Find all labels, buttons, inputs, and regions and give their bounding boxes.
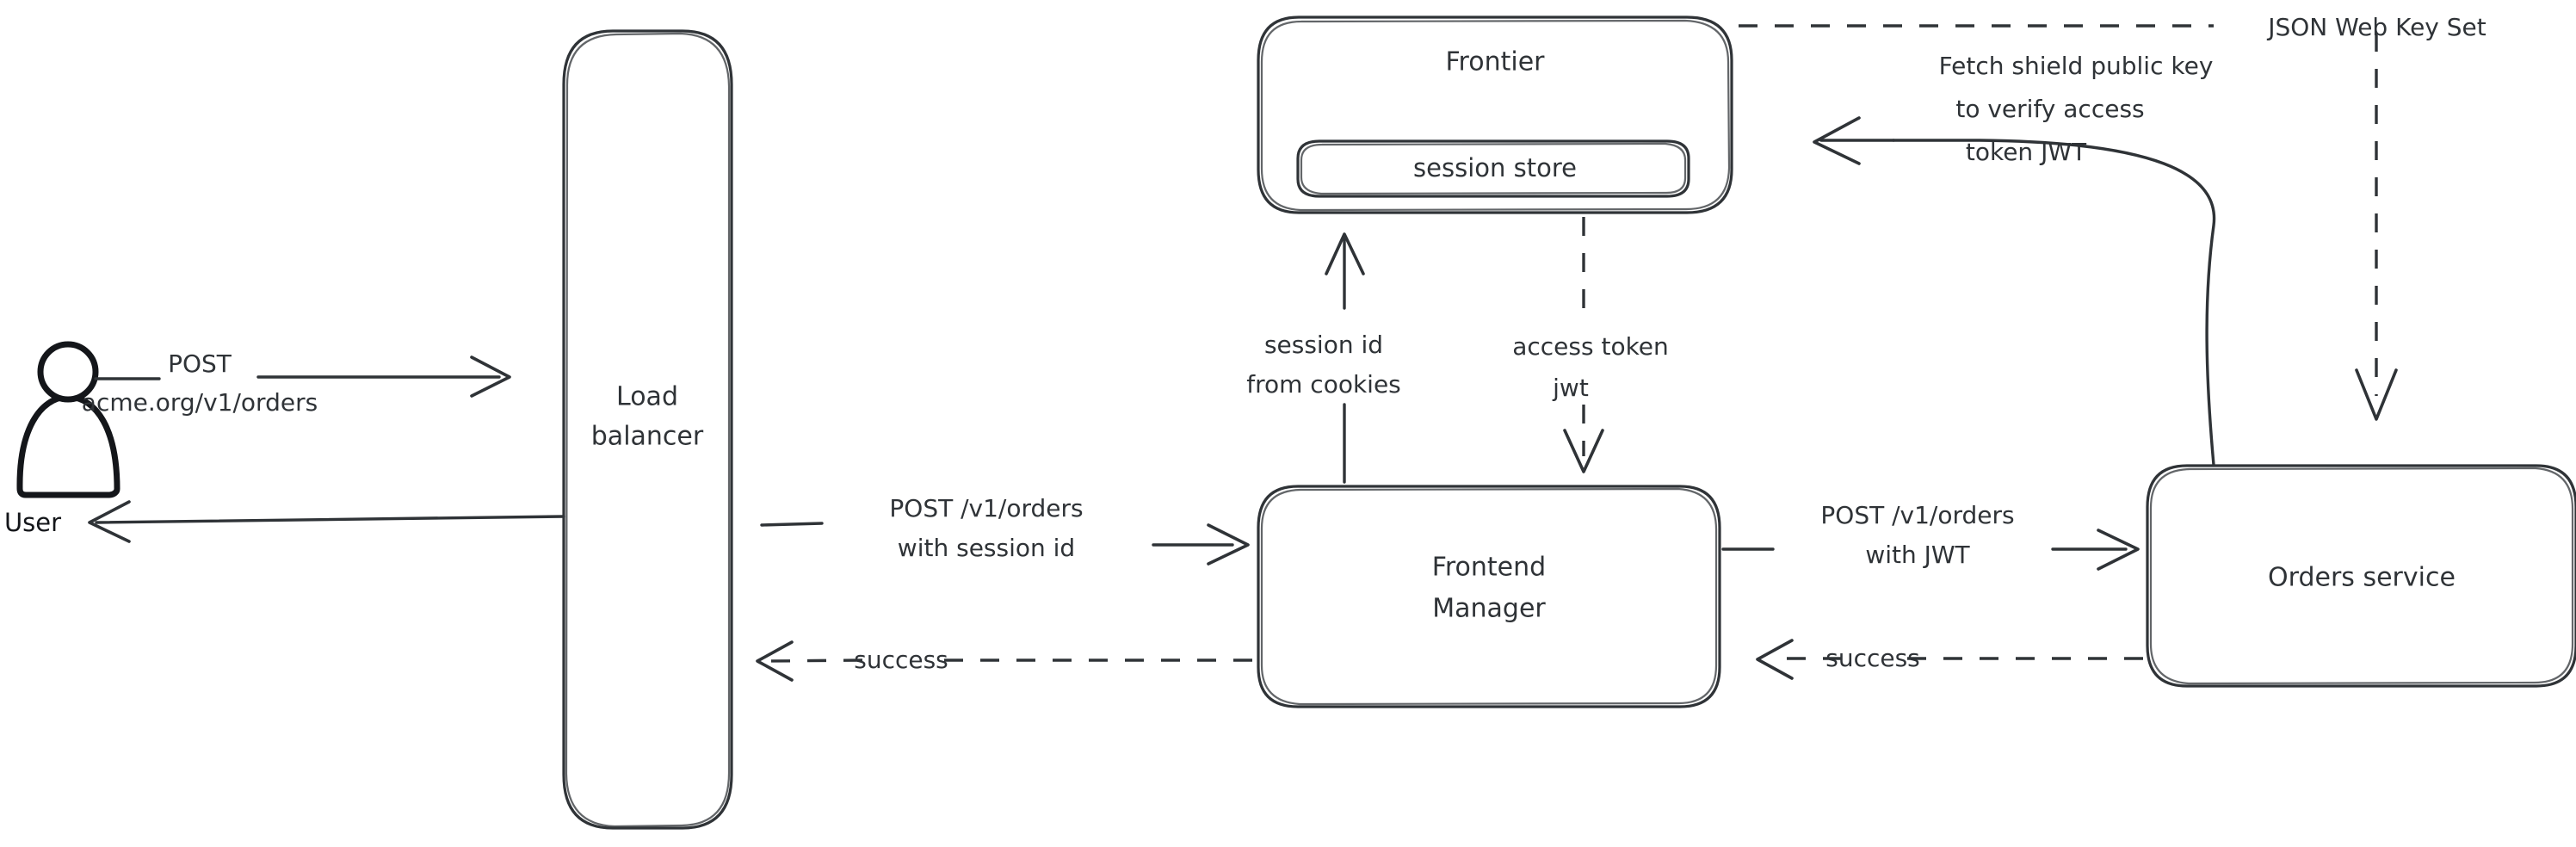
edge-orders-to-frontier-label-line3: token JWT [1966,138,2087,166]
edge-frontier-to-fm-arrowhead-icon [1563,429,1604,473]
frontier-shape [1257,15,1733,214]
edge-fm-to-lb-arrowhead-icon [756,640,794,682]
frontend-manager-shape [1257,485,1721,708]
edge-lb-to-fm-arrowhead-icon [1207,523,1250,566]
edge-frontend-manager-to-orders-service: POST /v1/orders with JWT [1721,501,2140,571]
node-orders-service[interactable]: Orders service [2146,464,2576,688]
edge-frontier-to-orders-label: JSON Web Key Set [2266,13,2486,41]
actor-user-label: User [4,508,61,537]
edge-fm-to-orders-label-line2: with JWT [1865,541,1970,569]
orders-service-shape [2146,464,2576,688]
frontend-manager-label-line1: Frontend [1432,553,1546,583]
edge-lb-to-user-arrowhead-icon [88,500,131,543]
edge-frontier-to-orders-arrowhead-icon [2355,368,2398,421]
edge-lb-to-fm-line [760,522,824,527]
node-load-balancer[interactable]: Load balancer [562,29,733,830]
frontend-manager-shape-sketch [1260,487,1718,706]
user-head-icon [37,341,99,403]
session-store-shape [1296,139,1690,198]
edge-orders-to-frontier-curve [1892,139,2216,467]
actor-user: User [4,341,120,537]
edge-fm-to-lb-line-left [768,658,863,663]
edge-fm-to-frontier-label-line1: session id [1264,331,1383,359]
edge-user-to-load-balancer: POST acme.org/v1/orders [82,349,511,417]
edge-fm-to-lb-label: success [854,646,948,674]
edge-frontier-to-fm-label-line1: access token [1512,332,1669,361]
frontier-label: Frontier [1445,47,1545,77]
edge-lb-to-fm-label-line2: with session id [898,534,1075,562]
load-balancer-shape [562,29,733,830]
node-frontend-manager[interactable]: Frontend Manager [1257,485,1721,708]
frontend-manager-label-line2: Manager [1432,594,1546,624]
frontier-shape-sketch [1260,19,1731,212]
edge-orders-to-frontier-label-line1: Fetch shield public key [1939,52,2214,80]
edge-orders-service-to-frontend-manager: success [1756,639,2143,680]
edge-orders-to-fm-label: success [1825,644,1920,672]
edge-load-balancer-to-user [88,500,565,543]
session-store-label: session store [1413,153,1577,182]
edge-frontend-manager-to-load-balancer: success [756,640,1252,682]
edge-user-to-lb-arrowhead-icon [470,355,511,398]
edge-load-balancer-to-frontend-manager: POST /v1/orders with session id [760,494,1250,566]
edge-lb-to-fm-label-line1: POST /v1/orders [889,494,1083,522]
edge-fm-to-orders-label-line1: POST /v1/orders [1820,501,2014,529]
edge-orders-to-fm-arrowhead-icon [1756,639,1794,680]
edge-orders-service-to-frontier: Fetch shield public key to verify access… [1813,52,2216,467]
edge-fm-to-frontier-arrowhead-icon [1325,232,1365,275]
edge-frontier-to-frontend-manager: access token jwt [1512,217,1669,473]
edge-frontier-to-orders-service: JSON Web Key Set [1739,13,2486,421]
edge-lb-to-user-line [95,515,565,524]
edge-orders-to-frontier-label-line2: to verify access [1955,95,2144,123]
load-balancer-shape-sketch [565,32,731,828]
node-frontier[interactable]: Frontier session store [1257,15,1733,214]
edge-fm-to-frontier-label-line2: from cookies [1246,370,1401,399]
orders-service-shape-sketch [2149,467,2574,685]
load-balancer-label-line2: balancer [591,422,704,452]
edge-frontend-manager-to-frontier: session id from cookies [1246,232,1401,484]
frontier-session-store[interactable]: session store [1296,139,1690,198]
orders-service-label: Orders service [2268,563,2456,593]
session-store-shape-sketch [1300,142,1687,195]
user-body-icon [16,393,120,498]
edge-user-to-lb-label-line2: acme.org/v1/orders [82,388,318,417]
edge-user-to-lb-label-line1: POST [168,349,232,378]
edge-frontier-to-fm-label-line2: jwt [1552,374,1589,402]
load-balancer-label-line1: Load [616,382,678,412]
edge-orders-to-frontier-arrowhead-tip-icon [1813,116,1861,165]
edge-fm-to-orders-arrowhead-icon [2097,529,2140,571]
